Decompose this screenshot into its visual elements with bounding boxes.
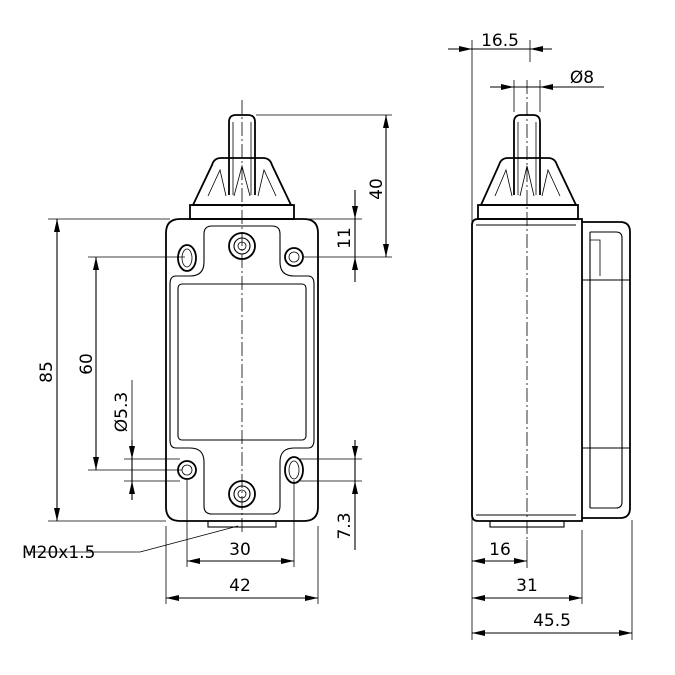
dim-top-to-hole: 11 <box>335 227 355 249</box>
dim-plunger-diameter: Ø8 <box>570 68 594 88</box>
dim-offset-bottom: 16 <box>489 540 511 560</box>
thread-callout: M20x1.5 <box>22 543 95 563</box>
dim-hole-diameter: Ø5.3 <box>112 392 132 432</box>
front-view <box>165 100 319 535</box>
side-dimensions: 16.5 Ø8 16 31 45.5 <box>448 31 633 640</box>
dim-bottom-to-hole: 7.3 <box>335 512 355 539</box>
dim-overall-width: 42 <box>229 576 251 596</box>
front-dimensions: 40 11 85 60 Ø5.3 7.3 30 42 <box>22 114 392 604</box>
dim-body-height: 85 <box>37 361 57 383</box>
dim-hole-spacing-vertical: 60 <box>77 353 97 375</box>
dim-plunger-offset: 16.5 <box>481 31 519 51</box>
dim-plunger-height: 40 <box>367 178 387 200</box>
dim-overall-depth: 45.5 <box>533 611 571 631</box>
dim-body-depth: 31 <box>516 576 538 596</box>
dim-hole-spacing-horizontal: 30 <box>229 540 251 560</box>
side-view <box>471 80 631 540</box>
